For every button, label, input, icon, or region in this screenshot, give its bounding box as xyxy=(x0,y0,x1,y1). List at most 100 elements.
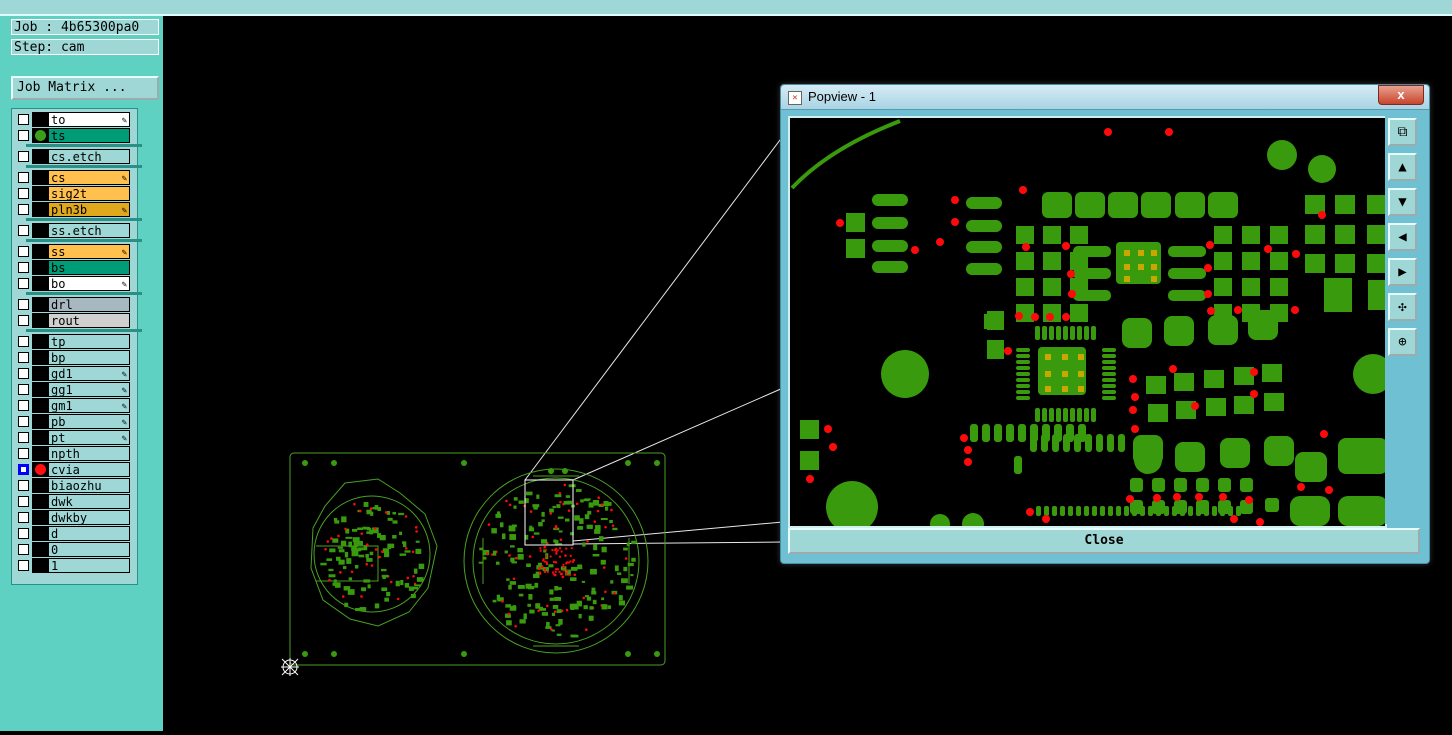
layer-checkbox[interactable] xyxy=(18,464,29,475)
layer-affected-cell[interactable] xyxy=(32,223,48,238)
layer-row-bo[interactable]: bo✎ xyxy=(14,276,134,291)
layer-checkbox[interactable] xyxy=(18,384,29,395)
layer-checkbox[interactable] xyxy=(18,130,29,141)
board-view[interactable] xyxy=(163,16,1452,731)
layer-affected-cell[interactable] xyxy=(32,297,48,312)
layer-name[interactable]: ss✎ xyxy=(48,244,130,259)
layer-name[interactable]: dwk xyxy=(48,494,130,509)
layer-affected-cell[interactable] xyxy=(32,430,48,445)
layer-name[interactable]: tp xyxy=(48,334,130,349)
layer-name[interactable]: sig2t xyxy=(48,186,130,201)
layer-checkbox[interactable] xyxy=(18,400,29,411)
pan-right-icon[interactable]: ▶ xyxy=(1388,258,1417,286)
layer-affected-cell[interactable] xyxy=(32,382,48,397)
layer-row-cs.etch[interactable]: cs.etch xyxy=(14,149,134,164)
zoom-fit-icon[interactable]: ⊕ xyxy=(1388,328,1417,356)
layer-name[interactable]: bo✎ xyxy=(48,276,130,291)
layer-row-npth[interactable]: npth xyxy=(14,446,134,461)
layer-checkbox[interactable] xyxy=(18,544,29,555)
layer-row-cs[interactable]: cs✎ xyxy=(14,170,134,185)
layer-checkbox[interactable] xyxy=(18,315,29,326)
layer-checkbox[interactable] xyxy=(18,114,29,125)
layer-affected-cell[interactable] xyxy=(32,350,48,365)
layer-checkbox[interactable] xyxy=(18,336,29,347)
layer-name[interactable]: npth xyxy=(48,446,130,461)
layer-affected-cell[interactable] xyxy=(32,244,48,259)
layer-name[interactable]: rout xyxy=(48,313,130,328)
layer-checkbox[interactable] xyxy=(18,512,29,523)
layer-name[interactable]: cvia xyxy=(48,462,130,477)
layer-row-biaozhu[interactable]: biaozhu xyxy=(14,478,134,493)
layer-affected-cell[interactable] xyxy=(32,186,48,201)
layer-affected-cell[interactable] xyxy=(32,510,48,525)
layer-affected-cell[interactable] xyxy=(32,149,48,164)
layer-affected-cell[interactable] xyxy=(32,366,48,381)
zoom-in-icon[interactable]: ✣ xyxy=(1388,293,1417,321)
layer-name[interactable]: 0 xyxy=(48,542,130,557)
layer-row-cvia[interactable]: cvia xyxy=(14,462,134,477)
pan-left-icon[interactable]: ◀ xyxy=(1388,223,1417,251)
layer-name[interactable]: bs xyxy=(48,260,130,275)
layer-row-bs[interactable]: bs xyxy=(14,260,134,275)
layer-name[interactable]: drl xyxy=(48,297,130,312)
layer-checkbox[interactable] xyxy=(18,368,29,379)
layer-row-gd1[interactable]: gd1✎ xyxy=(14,366,134,381)
layer-name[interactable]: cs.etch xyxy=(48,149,130,164)
layer-row-0[interactable]: 0 xyxy=(14,542,134,557)
layer-checkbox[interactable] xyxy=(18,448,29,459)
layer-name[interactable]: gm1✎ xyxy=(48,398,130,413)
layer-row-tp[interactable]: tp xyxy=(14,334,134,349)
layer-checkbox[interactable] xyxy=(18,416,29,427)
layer-name[interactable]: ss.etch xyxy=(48,223,130,238)
layer-row-rout[interactable]: rout xyxy=(14,313,134,328)
layer-row-1[interactable]: 1 xyxy=(14,558,134,573)
layer-affected-cell[interactable] xyxy=(32,202,48,217)
layer-checkbox[interactable] xyxy=(18,496,29,507)
layer-row-dwk[interactable]: dwk xyxy=(14,494,134,509)
layer-name[interactable]: dwkby xyxy=(48,510,130,525)
layer-name[interactable]: to✎ xyxy=(48,112,130,127)
layer-name[interactable]: cs✎ xyxy=(48,170,130,185)
layer-row-d[interactable]: d xyxy=(14,526,134,541)
popview-titlebar[interactable]: ✕ Popview - 1 x xyxy=(781,85,1429,110)
layer-name[interactable]: bp xyxy=(48,350,130,365)
layer-row-drl[interactable]: drl xyxy=(14,297,134,312)
layer-affected-cell[interactable] xyxy=(32,542,48,557)
layer-row-ts[interactable]: ts xyxy=(14,128,134,143)
layer-name[interactable]: gg1✎ xyxy=(48,382,130,397)
layer-checkbox[interactable] xyxy=(18,188,29,199)
layer-affected-cell[interactable] xyxy=(32,414,48,429)
layer-checkbox[interactable] xyxy=(18,560,29,571)
zoom-window-icon[interactable]: ⧉ xyxy=(1388,118,1417,146)
layer-checkbox[interactable] xyxy=(18,480,29,491)
layer-row-bp[interactable]: bp xyxy=(14,350,134,365)
layer-row-sig2t[interactable]: sig2t xyxy=(14,186,134,201)
layer-row-dwkby[interactable]: dwkby xyxy=(14,510,134,525)
job-matrix-button[interactable]: Job Matrix ... xyxy=(11,76,159,100)
layer-checkbox[interactable] xyxy=(18,262,29,273)
layer-affected-cell[interactable] xyxy=(32,462,48,477)
layer-checkbox[interactable] xyxy=(18,299,29,310)
layer-name[interactable]: ts xyxy=(48,128,130,143)
layer-row-pln3b[interactable]: pln3b✎ xyxy=(14,202,134,217)
layer-affected-cell[interactable] xyxy=(32,494,48,509)
layer-affected-cell[interactable] xyxy=(32,170,48,185)
layer-checkbox[interactable] xyxy=(18,246,29,257)
layer-affected-cell[interactable] xyxy=(32,446,48,461)
layer-name[interactable]: d xyxy=(48,526,130,541)
layer-checkbox[interactable] xyxy=(18,352,29,363)
layer-name[interactable]: pln3b✎ xyxy=(48,202,130,217)
layer-affected-cell[interactable] xyxy=(32,478,48,493)
window-close-button[interactable]: x xyxy=(1378,85,1424,105)
layer-affected-cell[interactable] xyxy=(32,526,48,541)
layer-affected-cell[interactable] xyxy=(32,260,48,275)
layer-checkbox[interactable] xyxy=(18,151,29,162)
layer-checkbox[interactable] xyxy=(18,278,29,289)
layer-affected-cell[interactable] xyxy=(32,128,48,143)
layer-name[interactable]: pt✎ xyxy=(48,430,130,445)
layer-affected-cell[interactable] xyxy=(32,276,48,291)
layer-name[interactable]: pb✎ xyxy=(48,414,130,429)
zoomed-view[interactable] xyxy=(790,118,1385,526)
layer-checkbox[interactable] xyxy=(18,528,29,539)
layer-name[interactable]: biaozhu xyxy=(48,478,130,493)
